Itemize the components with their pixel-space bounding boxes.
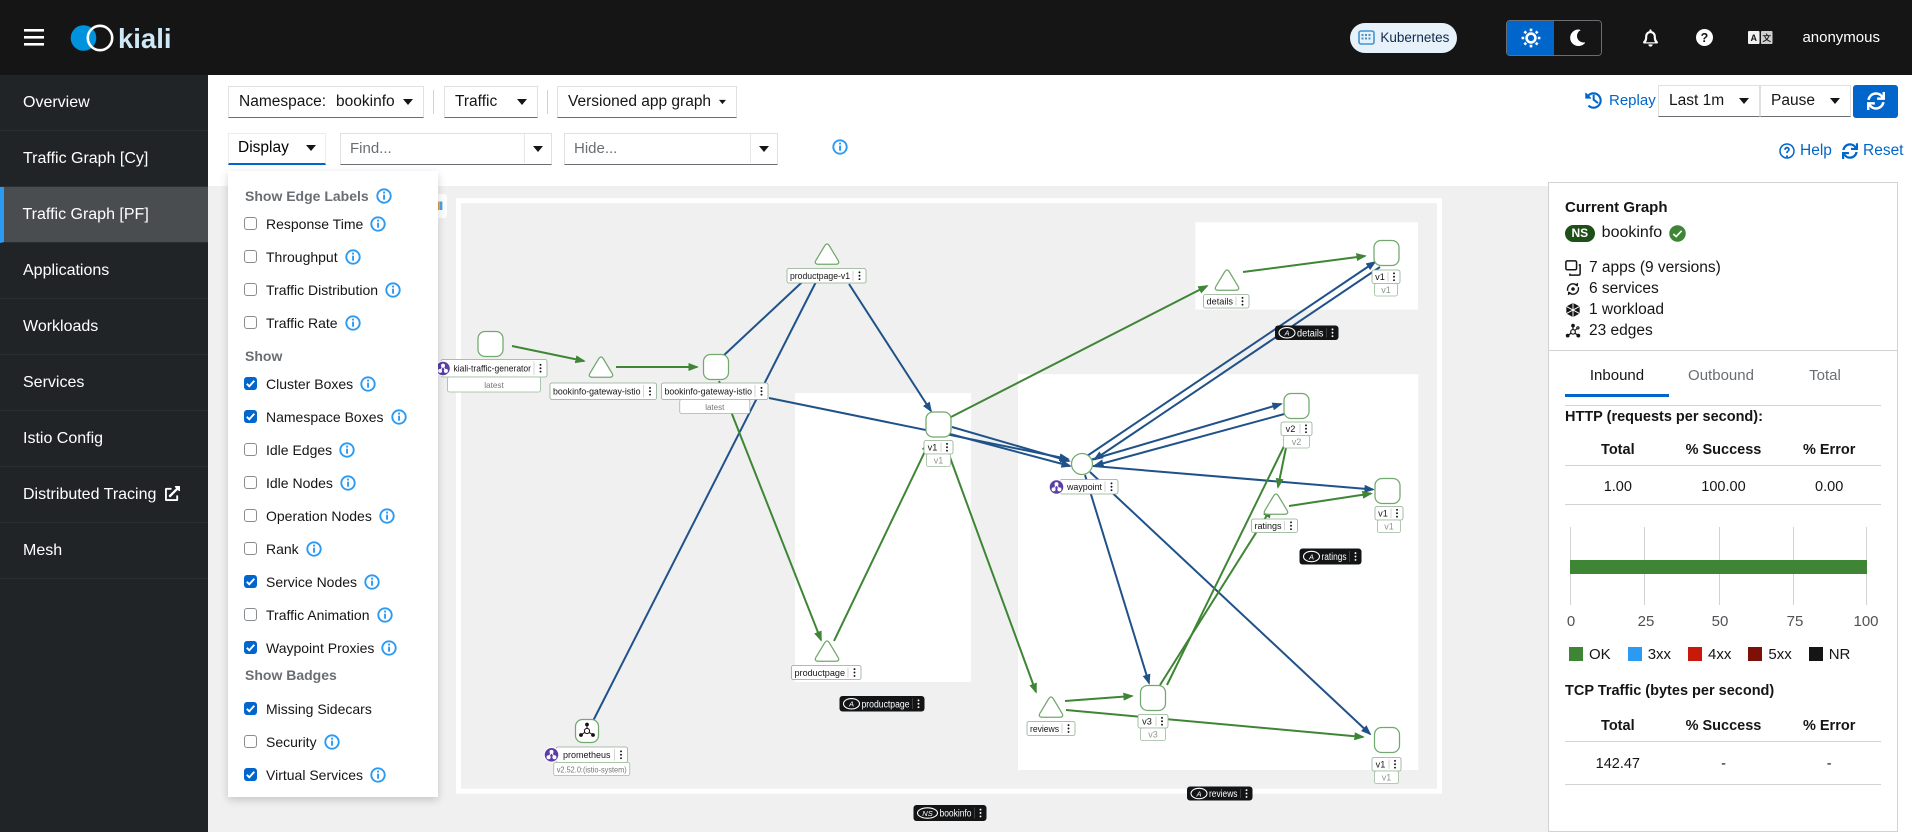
- svg-text:reviews: reviews: [1030, 724, 1059, 734]
- svg-text:bookinfo-gateway-istio: bookinfo-gateway-istio: [665, 387, 753, 397]
- svg-text:details: details: [1297, 328, 1324, 339]
- svg-text:waypoint: waypoint: [1066, 482, 1102, 492]
- svg-text:v1: v1: [1375, 272, 1385, 282]
- svg-text:A: A: [848, 700, 854, 709]
- svg-text:v1: v1: [934, 455, 944, 465]
- svg-text:v1: v1: [1376, 760, 1386, 770]
- svg-text:v3: v3: [1148, 729, 1158, 739]
- svg-text:kiali-traffic-generator: kiali-traffic-generator: [454, 364, 532, 374]
- svg-text:details: details: [1207, 297, 1234, 307]
- svg-text:A: A: [1751, 33, 1758, 43]
- svg-text:A: A: [1308, 552, 1314, 561]
- svg-text:bookinfo-gateway-istio: bookinfo-gateway-istio: [553, 387, 641, 397]
- svg-text:v1: v1: [1384, 521, 1394, 531]
- svg-text:productpage-v1: productpage-v1: [790, 271, 850, 281]
- svg-text:?: ?: [1701, 31, 1709, 45]
- svg-text:v2.52.0:(istio-system): v2.52.0:(istio-system): [557, 766, 627, 775]
- svg-text:ratings: ratings: [1255, 521, 1282, 531]
- svg-text:v1: v1: [1378, 509, 1388, 519]
- svg-text:latest: latest: [484, 381, 504, 390]
- svg-text:v1: v1: [928, 443, 938, 453]
- svg-text:v2: v2: [1292, 437, 1302, 447]
- svg-text:prometheus: prometheus: [563, 750, 611, 760]
- svg-text:v1: v1: [1382, 772, 1392, 782]
- svg-text:文: 文: [1763, 33, 1772, 43]
- svg-text:productpage: productpage: [862, 699, 910, 710]
- svg-text:A: A: [1195, 789, 1201, 798]
- svg-text:ratings: ratings: [1322, 552, 1347, 563]
- svg-text:v1: v1: [1381, 285, 1391, 295]
- svg-text:bookinfo: bookinfo: [940, 809, 972, 820]
- svg-text:productpage: productpage: [795, 668, 846, 678]
- svg-text:kiali: kiali: [118, 23, 172, 54]
- svg-text:v3: v3: [1142, 717, 1152, 727]
- svg-text:v2: v2: [1286, 424, 1296, 434]
- svg-text:reviews: reviews: [1209, 789, 1238, 800]
- svg-text:NS: NS: [922, 809, 932, 818]
- svg-text:A: A: [1283, 329, 1289, 338]
- svg-text:latest: latest: [705, 403, 725, 412]
